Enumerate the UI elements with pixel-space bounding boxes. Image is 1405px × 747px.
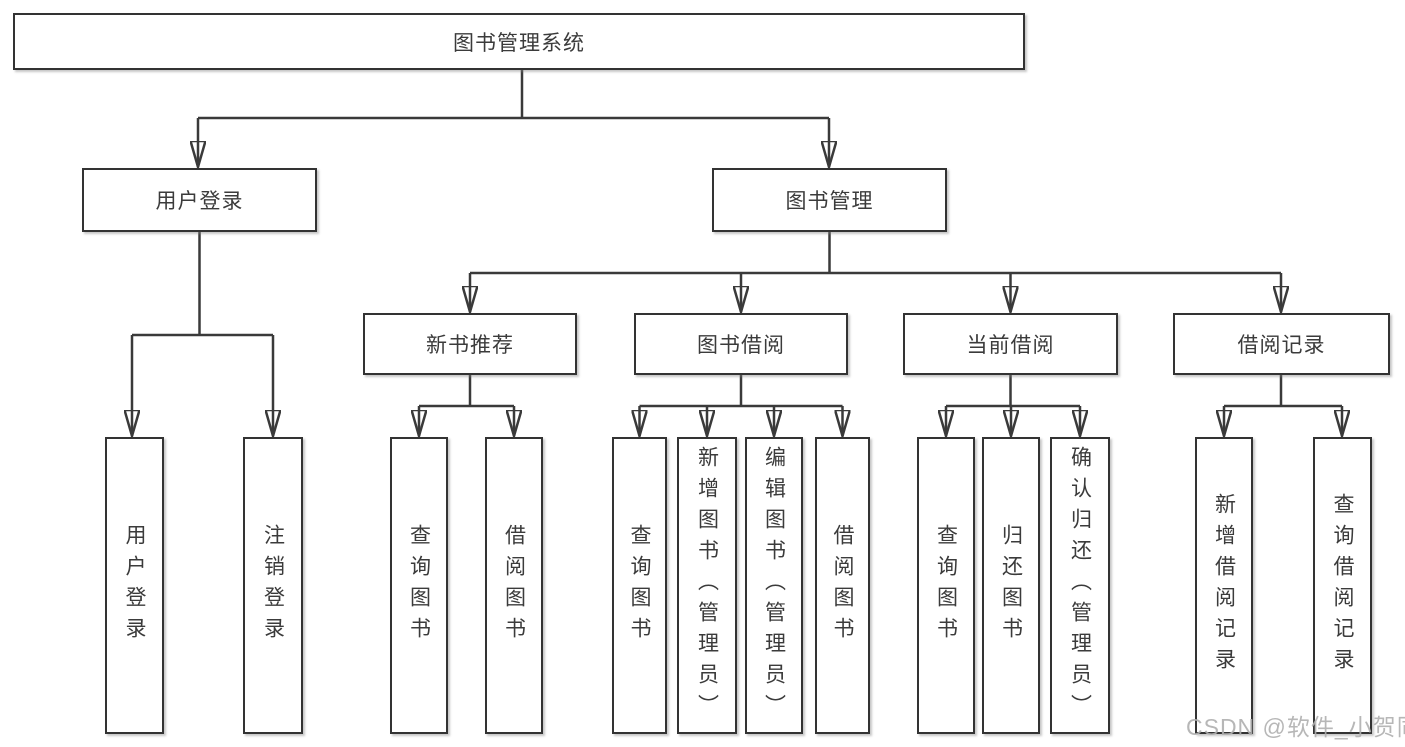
leaf-label: 确认归还（管理员） [1068,446,1092,725]
leaf-query-borrow-record: 查询借阅记录 [1313,437,1372,734]
leaf-confirm-return-admin: 确认归还（管理员） [1050,437,1110,734]
leaf-logout: 注销登录 [243,437,303,734]
leaf-label: 编辑图书（管理员） [762,446,786,725]
leaf-label: 查询图书 [628,523,651,648]
leaf-label: 归还图书 [999,523,1023,648]
node-new-book-recommend: 新书推荐 [363,313,577,375]
node-user-login: 用户登录 [82,168,317,232]
leaf-label: 新增图书（管理员） [695,446,719,725]
node-book-management: 图书管理 [712,168,947,232]
leaf-return-book: 归还图书 [982,437,1040,734]
csdn-watermark: CSDN @软件_小贺同学 [1186,714,1405,740]
leaf-label: 新增借阅记录 [1212,492,1236,679]
leaf-label: 借阅图书 [831,523,854,648]
leaf-label: 用户登录 [123,523,146,648]
leaf-borrow-books-recommend: 借阅图书 [485,437,543,734]
leaf-label: 借阅图书 [502,523,526,648]
leaf-edit-book-admin: 编辑图书（管理员） [745,437,803,734]
leaf-query-books-recommend: 查询图书 [390,437,448,734]
node-borrowing-records: 借阅记录 [1173,313,1390,375]
node-current-borrowing: 当前借阅 [903,313,1118,375]
leaf-add-book-admin: 新增图书（管理员） [677,437,737,734]
leaf-add-borrow-record: 新增借阅记录 [1195,437,1253,734]
leaf-user-login: 用户登录 [105,437,164,734]
leaf-label: 查询图书 [934,523,958,648]
leaf-label: 查询图书 [407,523,431,648]
leaf-query-books-borrowing: 查询图书 [612,437,667,734]
leaf-label: 注销登录 [261,523,285,648]
leaf-borrow-book: 借阅图书 [815,437,870,734]
leaf-label: 查询借阅记录 [1331,492,1354,679]
leaf-query-books-current: 查询图书 [917,437,975,734]
node-root-library-management-system: 图书管理系统 [13,13,1025,70]
node-book-borrowing: 图书借阅 [634,313,848,375]
